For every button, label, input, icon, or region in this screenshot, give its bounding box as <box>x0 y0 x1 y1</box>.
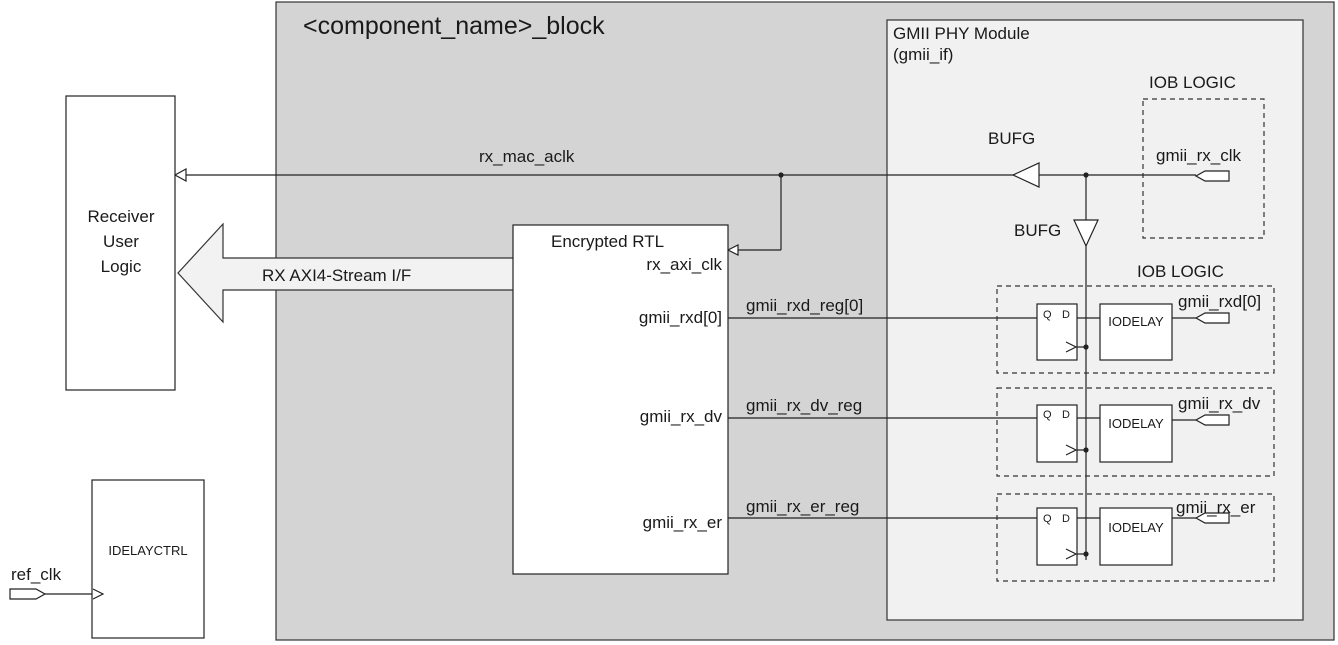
iodelay-rxd <box>1099 303 1173 361</box>
gmii-rx-dv-pin-label: gmii_rx_dv <box>1178 394 1261 413</box>
iodelay-er-label: IODELAY <box>1108 520 1164 535</box>
iob-logic-group-label: IOB LOGIC <box>1137 262 1224 281</box>
ref-clk-pad <box>9 588 47 600</box>
gmii-rxd-pin-label: gmii_rxd[0] <box>1178 292 1261 311</box>
gmii-phy-module-subtitle: (gmii_if) <box>893 45 953 64</box>
gmii-rx-clk-pin-label: gmii_rx_clk <box>1156 146 1242 165</box>
component-block-title: <component_name>_block <box>303 12 605 40</box>
gmii-phy-module <box>886 19 1304 621</box>
iodelay-rxd-label: IODELAY <box>1108 314 1164 329</box>
gmii-rx-er-port: gmii_rx_er <box>643 513 723 532</box>
gmii-rx-er-pad <box>1194 512 1230 524</box>
flip-flop-rxd <box>1036 303 1078 361</box>
iodelay-er <box>1099 507 1173 566</box>
clock-arrow-receiver <box>173 167 187 183</box>
iodelay-dv-label: IODELAY <box>1108 416 1164 431</box>
gmii-rxd-port: gmii_rxd[0] <box>639 308 722 327</box>
iodelay-dv <box>1099 404 1173 463</box>
svg-text:Q: Q <box>1043 513 1052 525</box>
axi-stream-label: RX AXI4-Stream I/F <box>262 266 411 285</box>
receiver-line3: Logic <box>101 257 142 276</box>
idelayctrl-block <box>91 479 205 639</box>
encrypted-rtl-title: Encrypted RTL <box>551 232 664 251</box>
axi-stream-arrow <box>177 222 518 324</box>
gmii-rx-dv-pad <box>1194 414 1230 426</box>
iob-channel-dv-box <box>996 387 1275 477</box>
flip-flop-er <box>1036 507 1078 566</box>
svg-text:D: D <box>1062 309 1070 321</box>
idelayctrl-label: IDELAYCTRL <box>108 543 187 558</box>
gmii-rx-er-pin-label: gmii_rx_er <box>1176 498 1256 517</box>
encrypted-rtl-block <box>512 224 729 575</box>
svg-text:Q: Q <box>1043 409 1052 421</box>
bufg-horizontal-icon <box>1011 162 1040 188</box>
svg-text:D: D <box>1062 513 1070 525</box>
gmii-rx-dv-reg-label: gmii_rx_dv_reg <box>746 396 862 415</box>
receiver-line2: User <box>103 232 139 251</box>
gmii-rxd-pad <box>1194 312 1230 324</box>
gmii-rxd-reg-label: gmii_rxd_reg[0] <box>746 296 863 315</box>
bufg-vertical-icon <box>1073 219 1099 248</box>
gmii-rx-er-reg-label: gmii_rx_er_reg <box>746 497 859 516</box>
svg-text:Q: Q <box>1043 309 1052 321</box>
iob-channel-er-box <box>996 493 1275 582</box>
rx-axi-clk-port: rx_axi_clk <box>646 255 722 274</box>
ref-clk-label: ref_clk <box>11 565 62 584</box>
bufg-horizontal-label: BUFG <box>988 129 1035 148</box>
receiver-user-logic <box>65 95 176 391</box>
gmii-rx-clk-pad <box>1194 170 1230 182</box>
rx-mac-aclk-label: rx_mac_aclk <box>479 147 575 166</box>
iob-logic-clk-box <box>1142 98 1265 239</box>
receiver-line1: Receiver <box>87 207 154 226</box>
iob-channel-rxd-box <box>996 285 1275 374</box>
gmii-rx-dv-port: gmii_rx_dv <box>640 407 723 426</box>
svg-text:D: D <box>1062 409 1070 421</box>
gmii-phy-module-title: GMII PHY Module <box>893 24 1030 43</box>
bufg-vertical-label: BUFG <box>1014 221 1061 240</box>
iob-logic-clk-label: IOB LOGIC <box>1149 73 1236 92</box>
